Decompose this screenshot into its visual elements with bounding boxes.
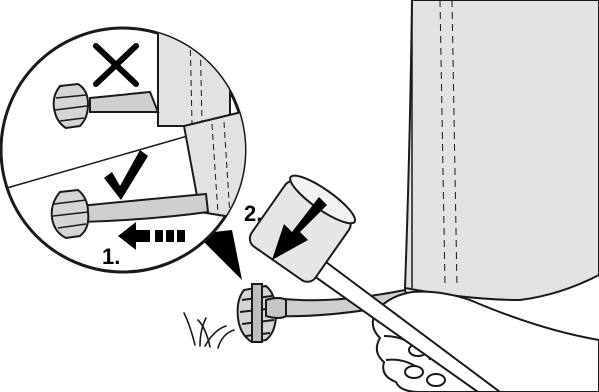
step-2-label: 2. — [244, 201, 262, 226]
step-1-label: 1. — [102, 244, 120, 269]
tent-wall — [405, 0, 599, 300]
grass-tuft — [184, 313, 234, 348]
ground-stake — [238, 284, 286, 342]
